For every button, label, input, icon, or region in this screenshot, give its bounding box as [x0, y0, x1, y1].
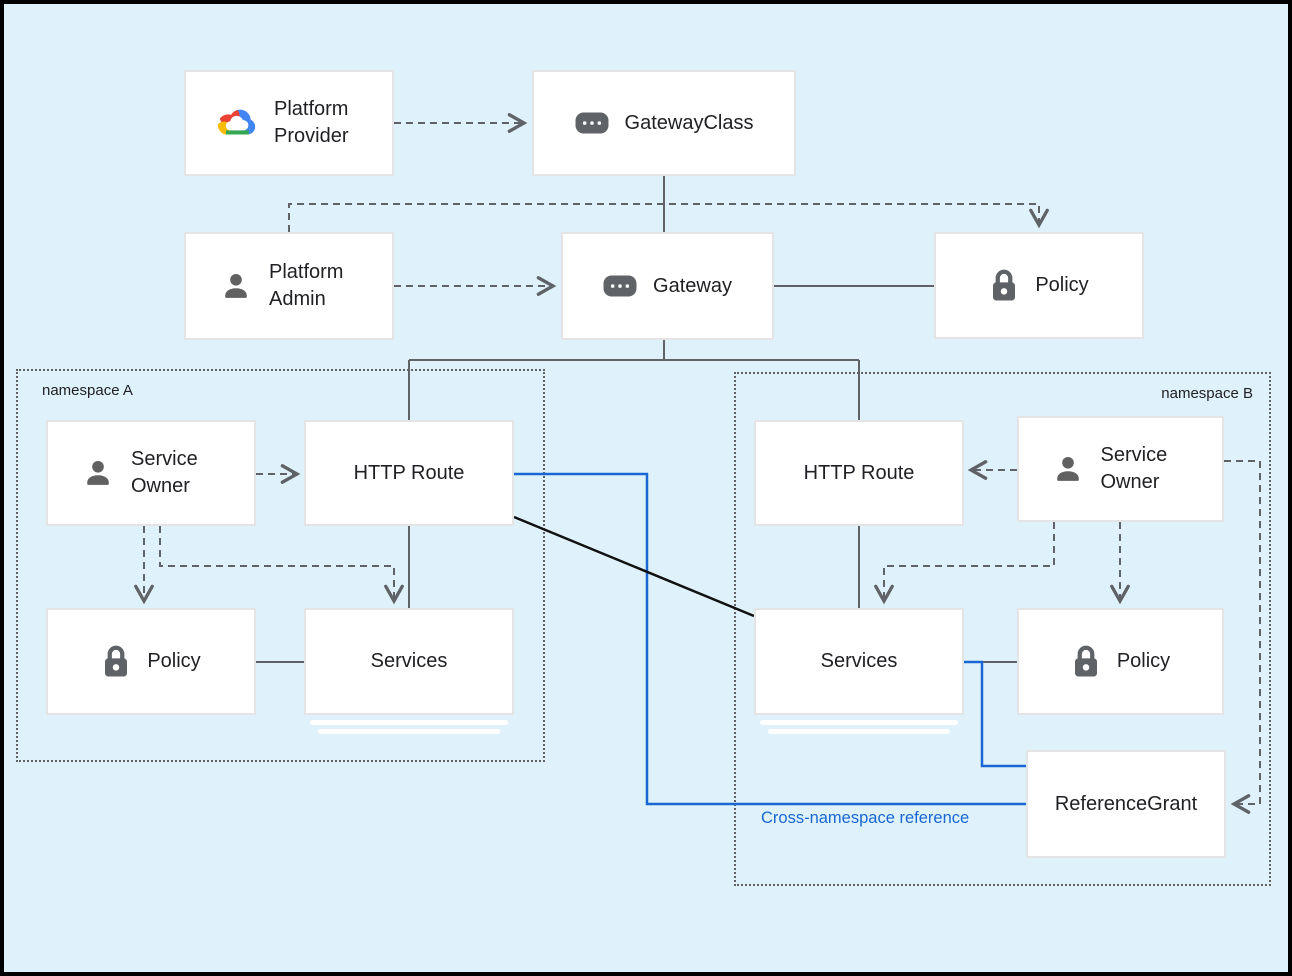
node-label: Policy	[1116, 650, 1171, 672]
node-policy-top: Policy	[934, 232, 1144, 339]
diagram-canvas: namespace A namespace B	[4, 4, 1288, 972]
cross-namespace-reference-label: Cross-namespace reference	[761, 809, 970, 827]
node-label: Platform Admin	[269, 261, 344, 310]
node-policy-b: Policy	[1017, 608, 1224, 715]
node-label: Platform Provider	[274, 98, 349, 147]
lock-icon	[989, 268, 1019, 303]
user-icon	[219, 269, 253, 303]
node-gateway: Gateway	[561, 232, 774, 340]
node-http-route-b: HTTP Route	[754, 420, 964, 526]
resource-icon	[603, 275, 637, 297]
node-services-b: Services	[754, 608, 964, 715]
node-label: Service Owner	[1100, 444, 1168, 493]
node-http-route-a: HTTP Route	[304, 420, 514, 526]
node-policy-a: Policy	[46, 608, 256, 715]
node-label: Service Owner	[131, 448, 198, 497]
user-icon	[1051, 452, 1085, 486]
node-services-a: Services	[304, 608, 514, 715]
lock-icon	[101, 644, 131, 679]
node-label: ReferenceGrant	[1054, 792, 1198, 815]
node-gatewayclass: GatewayClass	[532, 70, 796, 176]
node-label: GatewayClass	[624, 111, 754, 134]
services-a-stack-line	[310, 720, 508, 725]
node-platform-provider: Platform Provider	[184, 70, 394, 176]
node-label: Services	[820, 650, 898, 672]
namespace-b-label: namespace B	[1161, 385, 1253, 402]
lock-icon	[1071, 644, 1101, 679]
services-b-stack-line	[768, 729, 950, 734]
node-label: HTTP Route	[803, 461, 915, 484]
resource-icon	[575, 112, 609, 134]
user-icon	[81, 456, 115, 490]
node-label: HTTP Route	[353, 461, 465, 484]
namespace-a-label: namespace A	[42, 382, 133, 399]
node-label: Policy	[1035, 274, 1089, 296]
node-referencegrant: ReferenceGrant	[1026, 750, 1226, 858]
node-service-owner-b: Service Owner	[1017, 416, 1224, 522]
node-service-owner-a: Service Owner	[46, 420, 256, 526]
node-platform-admin: Platform Admin	[184, 232, 394, 340]
services-b-stack-line	[760, 720, 958, 725]
node-label: Services	[370, 650, 448, 672]
node-label: Policy	[147, 650, 201, 672]
edge-admin-policy	[288, 203, 1049, 232]
services-a-stack-line	[318, 729, 500, 734]
node-label: Gateway	[653, 274, 732, 297]
edge-httproute-a-services-b-black	[513, 515, 755, 618]
google-cloud-icon	[214, 106, 258, 141]
